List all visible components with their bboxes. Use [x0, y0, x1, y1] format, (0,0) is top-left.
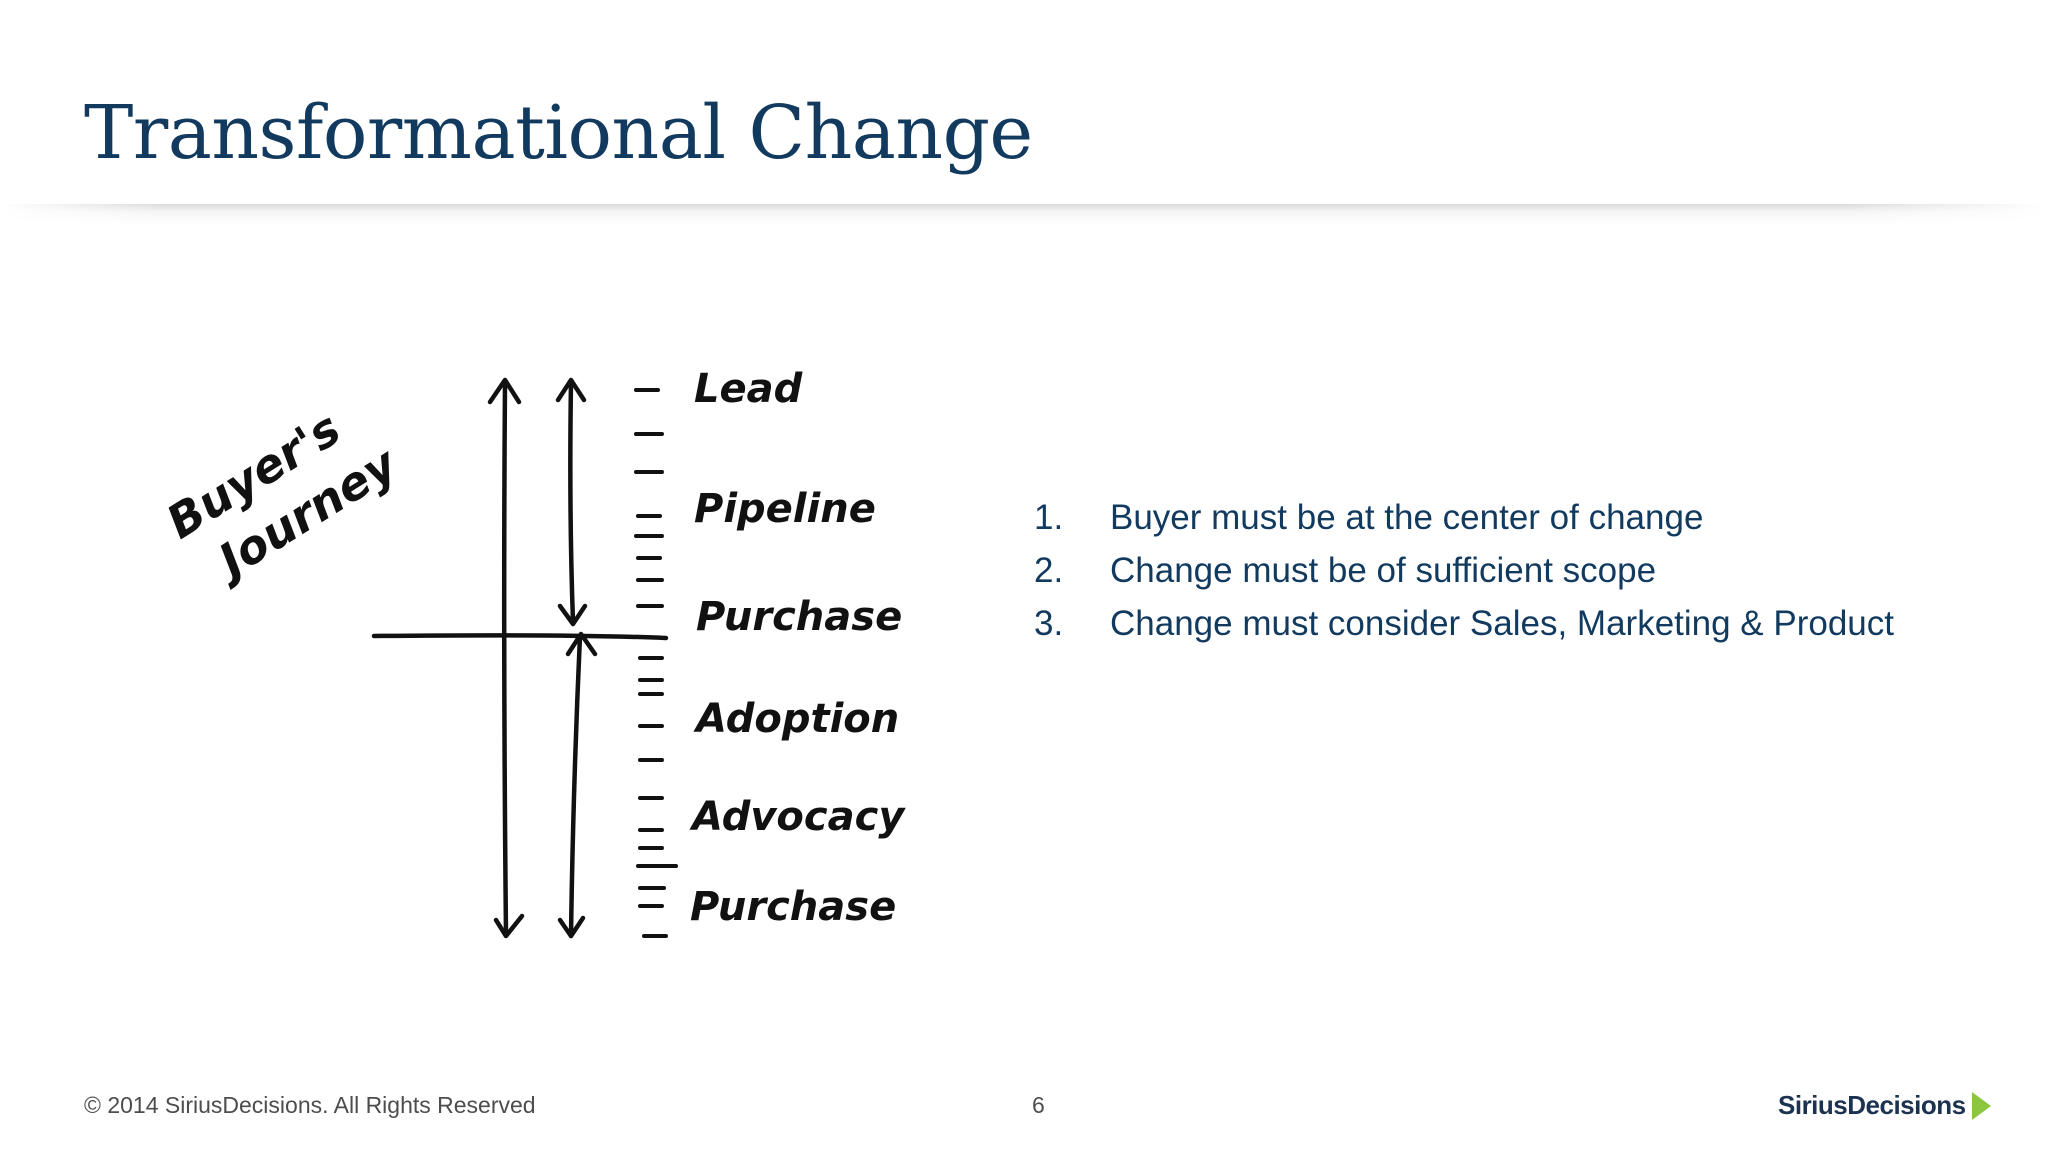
brand-logo: SiriusDecisions	[1778, 1090, 1992, 1121]
stage-label-advocacy: Advocacy	[689, 794, 906, 840]
upper-arrow-head-top	[555, 377, 587, 403]
list-item-number: 2.	[1034, 551, 1064, 590]
stage-label-lead: Lead	[694, 366, 803, 412]
scale-ticks	[634, 388, 678, 938]
stage-labels: Lead Pipeline Purchase Adoption Advocacy…	[689, 366, 906, 930]
brand-logo-text: SiriusDecisions	[1778, 1090, 1966, 1120]
buyers-journey-diagram: Buyer's Journey Lead Pipeline Purchase A…	[157, 366, 906, 939]
play-arrow-icon	[1971, 1091, 1991, 1120]
list-item-number: 1.	[1034, 498, 1064, 537]
side-label: Buyer's Journey	[157, 401, 407, 592]
list-item-number: 3.	[1034, 604, 1064, 643]
list-item-text: Change must be of sufficient scope	[1110, 551, 1657, 590]
outer-arrow-head-top	[487, 377, 522, 405]
footer-copyright: © 2014 SiriusDecisions. All Rights Reser…	[84, 1092, 536, 1118]
title-divider	[0, 204, 2048, 224]
list-item: 2. Change must be of sufficient scope	[1034, 551, 1894, 604]
stage-label-repeat-purchase: Purchase	[690, 884, 896, 930]
key-points-list: 1. Buyer must be at the center of change…	[1034, 498, 1894, 657]
outer-journey-arrow	[501, 379, 509, 937]
list-item-text: Buyer must be at the center of change	[1110, 498, 1704, 537]
lower-inner-arrow	[568, 633, 583, 939]
stage-label-adoption: Adoption	[693, 696, 899, 742]
slide-title: Transformational Change	[84, 90, 1033, 176]
stage-label-purchase: Purchase	[696, 594, 902, 640]
outer-arrow-head-bottom	[493, 913, 525, 939]
list-item: 3. Change must consider Sales, Marketing…	[1034, 604, 1894, 657]
list-item: 1. Buyer must be at the center of change	[1034, 498, 1894, 551]
page-number: 6	[1032, 1092, 1045, 1118]
upper-inner-arrow	[568, 379, 576, 625]
stage-label-pipeline: Pipeline	[694, 486, 876, 532]
list-item-text: Change must consider Sales, Marketing & …	[1110, 604, 1894, 643]
lower-arrow-head-bottom	[557, 915, 586, 939]
upper-arrow-head-bottom	[557, 603, 588, 627]
purchase-divider-line	[371, 633, 669, 641]
